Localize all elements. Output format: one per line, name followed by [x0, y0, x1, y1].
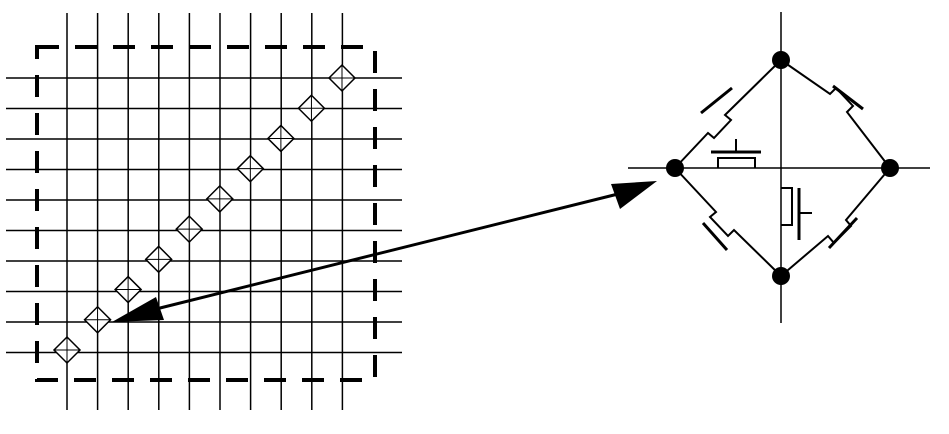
- diagonal-switch-cells: [52, 63, 357, 365]
- arrow-shaft: [147, 191, 623, 313]
- internal-vertical-switch: [781, 187, 793, 226]
- arrow-head-right: [611, 181, 657, 209]
- edge-top-left-gate: [700, 86, 733, 115]
- diagonal-switch-cell: [266, 124, 295, 153]
- dashed-block-boundary: [35, 45, 377, 382]
- arrow-head-left: [112, 297, 164, 322]
- switch-cell-detail: [628, 12, 930, 323]
- edge-bottom-left-switch: [674, 167, 782, 277]
- diagonal-switch-cell: [52, 335, 82, 365]
- diagonal-switch-cell: [297, 94, 326, 123]
- edge-bottom-left-gate: [701, 222, 729, 251]
- diagonal-switch-cell: [83, 305, 112, 334]
- diagonal-switch-cell: [144, 245, 173, 274]
- edge-top-left-switch: [674, 59, 782, 169]
- edge-bottom-right-switch: [780, 167, 891, 277]
- node-bottom: [772, 267, 790, 285]
- edge-bottom-right-gate: [827, 216, 859, 250]
- diagonal-switch-cell: [175, 215, 204, 244]
- internal-horizontal-switch: [717, 157, 756, 168]
- edge-top-right-gate: [832, 84, 864, 111]
- node-right: [881, 159, 899, 177]
- diagonal-switch-cell: [114, 275, 143, 304]
- zoom-arrow: [112, 181, 657, 322]
- diagonal-switch-cell: [327, 63, 357, 93]
- edge-top-right-switch: [780, 59, 891, 169]
- node-left: [666, 159, 684, 177]
- diagonal-switch-cell: [205, 184, 234, 213]
- routing-grid: [6, 13, 402, 410]
- node-top: [772, 51, 790, 69]
- grid-lines: [6, 13, 402, 410]
- diagonal-switch-cell: [236, 154, 265, 183]
